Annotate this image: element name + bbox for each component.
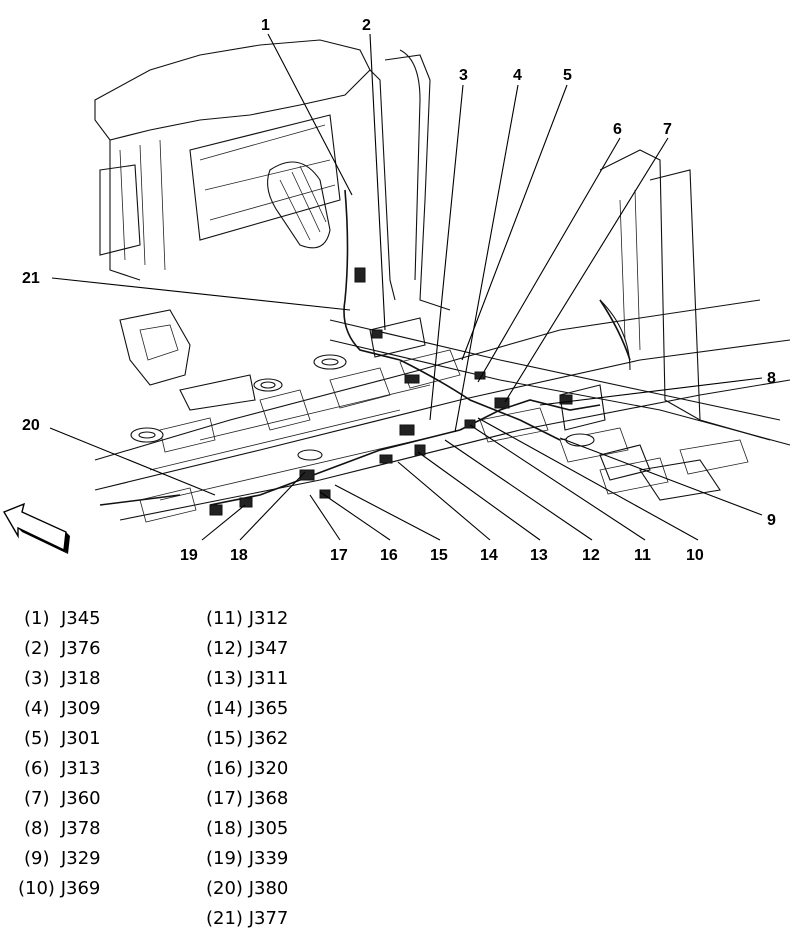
legend-item-13: (13) J311 [206, 668, 289, 689]
callout-2: 2 [362, 17, 371, 34]
callout-13: 13 [530, 547, 548, 564]
callout-1: 1 [261, 17, 270, 34]
callout-3: 3 [459, 67, 468, 84]
legend-item-10: (10) J369 [18, 878, 101, 899]
callout-8: 8 [767, 370, 776, 387]
callout-18: 18 [230, 547, 248, 564]
connector-legend: (1) J345 (2) J376 (3) J318 (4) J309 (5) … [0, 603, 799, 943]
callout-17: 17 [330, 547, 348, 564]
legend-item-16: (16) J320 [206, 758, 289, 779]
legend-item-9: (9) J329 [24, 848, 101, 869]
legend-item-17: (17) J368 [206, 788, 289, 809]
leader-lines [49, 33, 763, 541]
legend-item-21: (21) J377 [206, 908, 289, 929]
callout-5: 5 [563, 67, 572, 84]
front-direction-arrow-icon [2, 502, 70, 554]
legend-item-14: (14) J365 [206, 698, 289, 719]
legend-item-8: (8) J378 [24, 818, 101, 839]
callout-12: 12 [582, 547, 600, 564]
legend-item-6: (6) J313 [24, 758, 101, 779]
callout-labels: 1 2 3 4 5 6 7 8 9 10 11 12 13 14 15 16 1… [22, 17, 776, 564]
callout-7: 7 [663, 121, 672, 138]
callout-11: 11 [634, 547, 651, 564]
callout-9: 9 [767, 512, 776, 529]
legend-item-19: (19) J339 [206, 848, 289, 869]
callout-15: 15 [430, 547, 448, 564]
legend-item-11: (11) J312 [206, 608, 289, 629]
callout-14: 14 [480, 547, 498, 564]
callout-4: 4 [513, 67, 522, 84]
callout-16: 16 [380, 547, 398, 564]
legend-item-7: (7) J360 [24, 788, 101, 809]
callout-10: 10 [686, 547, 704, 564]
callout-19: 19 [180, 547, 198, 564]
callout-6: 6 [613, 121, 622, 138]
legend-item-1: (1) J345 [24, 608, 101, 629]
legend-item-5: (5) J301 [24, 728, 101, 749]
legend-item-12: (12) J347 [206, 638, 289, 659]
legend-item-4: (4) J309 [24, 698, 101, 719]
callout-20: 20 [22, 417, 40, 434]
vehicle-floor-diagram: 1 2 3 4 5 6 7 8 9 10 11 12 13 14 15 16 1… [2, 17, 791, 564]
legend-item-2: (2) J376 [24, 638, 101, 659]
legend-item-20: (20) J380 [206, 878, 289, 899]
legend-item-18: (18) J305 [206, 818, 289, 839]
callout-21: 21 [22, 270, 40, 287]
floor-line-art [94, 39, 791, 523]
legend-item-3: (3) J318 [24, 668, 101, 689]
wire-harness [99, 189, 631, 516]
legend-item-15: (15) J362 [206, 728, 289, 749]
